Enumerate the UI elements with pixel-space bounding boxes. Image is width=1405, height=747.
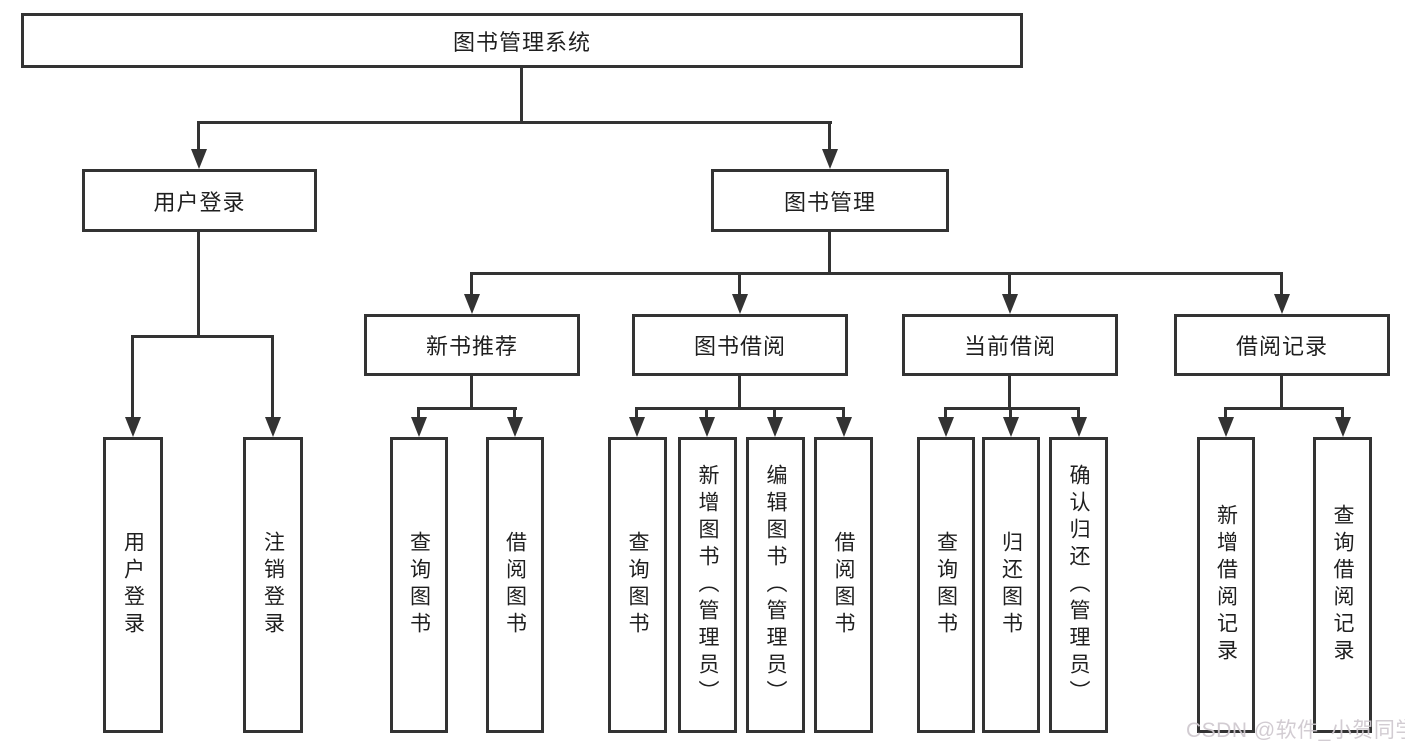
edge-drop-cu-query — [944, 407, 947, 419]
csdn-watermark: CSDN @软件_小贺同学 — [1186, 719, 1405, 742]
edge-drop-cu-return — [1009, 407, 1012, 419]
arrowhead-nb-borrow-icon — [507, 417, 523, 437]
edge-drop-re-add — [1224, 407, 1227, 419]
arrowhead-leaf-logout-icon — [265, 417, 281, 437]
edge-drop-bw-query — [635, 407, 638, 419]
edge-book-management-rail — [472, 272, 1282, 275]
arrowhead-borrow-records-icon — [1274, 294, 1290, 314]
arrowhead-leaf-login-icon — [125, 417, 141, 437]
arrowhead-user-login-icon — [191, 149, 207, 169]
edge-borrow-records-rail — [1224, 407, 1344, 410]
leaf-current-return: 归还图书 — [982, 437, 1040, 733]
node-new-books: 新书推荐 — [364, 314, 580, 376]
arrowhead-bw-borrow-icon — [836, 417, 852, 437]
edge-drop-leaf-logout — [271, 335, 274, 419]
edge-current-borrow-rail — [944, 407, 1080, 410]
arrowhead-new-books-icon — [464, 294, 480, 314]
arrowhead-cu-confirm-icon — [1071, 417, 1087, 437]
edge-drop-new-books — [470, 272, 473, 296]
edge-drop-re-query — [1341, 407, 1344, 419]
edge-drop-bw-borrow — [842, 407, 845, 419]
leaf-borrow-borrow: 借阅图书 — [814, 437, 873, 733]
arrowhead-book-borrow-icon — [732, 294, 748, 314]
leaf-borrow-add-admin: 新增图书（管理员） — [678, 437, 737, 733]
arrowhead-bw-edit-icon — [767, 417, 783, 437]
edge-drop-bw-edit — [773, 407, 776, 419]
node-book-management: 图书管理 — [711, 169, 949, 232]
edge-current-borrow-stem — [1008, 375, 1011, 407]
arrowhead-book-management-icon — [822, 149, 838, 169]
arrowhead-nb-query-icon — [411, 417, 427, 437]
edge-book-borrow-rail — [635, 407, 844, 410]
arrowhead-cu-query-icon — [938, 417, 954, 437]
node-borrow-records: 借阅记录 — [1174, 314, 1390, 376]
edge-borrow-records-stem — [1280, 375, 1283, 407]
leaf-borrow-edit-admin: 编辑图书（管理员） — [746, 437, 805, 733]
leaf-logout: 注销登录 — [243, 437, 303, 733]
leaf-user-login: 用户登录 — [103, 437, 163, 733]
arrowhead-bw-add-icon — [699, 417, 715, 437]
edge-drop-current-borrow — [1008, 272, 1011, 296]
leaf-borrow-query: 查询图书 — [608, 437, 667, 733]
leaf-current-confirm-admin: 确认归还（管理员） — [1049, 437, 1108, 733]
node-book-borrow: 图书借阅 — [632, 314, 848, 376]
node-library-management-system: 图书管理系统 — [21, 13, 1023, 68]
arrowhead-re-query-icon — [1335, 417, 1351, 437]
edge-new-books-stem — [470, 375, 473, 407]
leaf-records-query: 查询借阅记录 — [1313, 437, 1372, 733]
edge-drop-book-management — [828, 121, 831, 151]
leaf-records-add: 新增借阅记录 — [1197, 437, 1255, 733]
edge-drop-bw-add — [705, 407, 708, 419]
edge-drop-user-login — [197, 121, 200, 151]
edge-new-books-rail — [417, 407, 517, 410]
edge-root-rail — [198, 121, 832, 124]
arrowhead-re-add-icon — [1218, 417, 1234, 437]
leaf-new-books-borrow: 借阅图书 — [486, 437, 544, 733]
leaf-new-books-query: 查询图书 — [390, 437, 448, 733]
edge-book-management-stem — [828, 232, 831, 272]
leaf-current-query: 查询图书 — [917, 437, 975, 733]
edge-drop-nb-borrow — [513, 407, 516, 419]
edge-drop-borrow-records — [1280, 272, 1283, 296]
edge-book-borrow-stem — [738, 375, 741, 407]
arrowhead-cu-return-icon — [1003, 417, 1019, 437]
edge-drop-cu-confirm — [1077, 407, 1080, 419]
arrowhead-current-borrow-icon — [1002, 294, 1018, 314]
node-user-login: 用户登录 — [82, 169, 317, 232]
edge-user-login-rail — [131, 335, 273, 338]
edge-drop-book-borrow — [738, 272, 741, 296]
edge-user-login-stem — [197, 232, 200, 335]
edge-root-stem — [520, 68, 523, 121]
edge-drop-leaf-login — [131, 335, 134, 419]
edge-drop-nb-query — [417, 407, 420, 419]
arrowhead-bw-query-icon — [629, 417, 645, 437]
node-current-borrow: 当前借阅 — [902, 314, 1118, 376]
